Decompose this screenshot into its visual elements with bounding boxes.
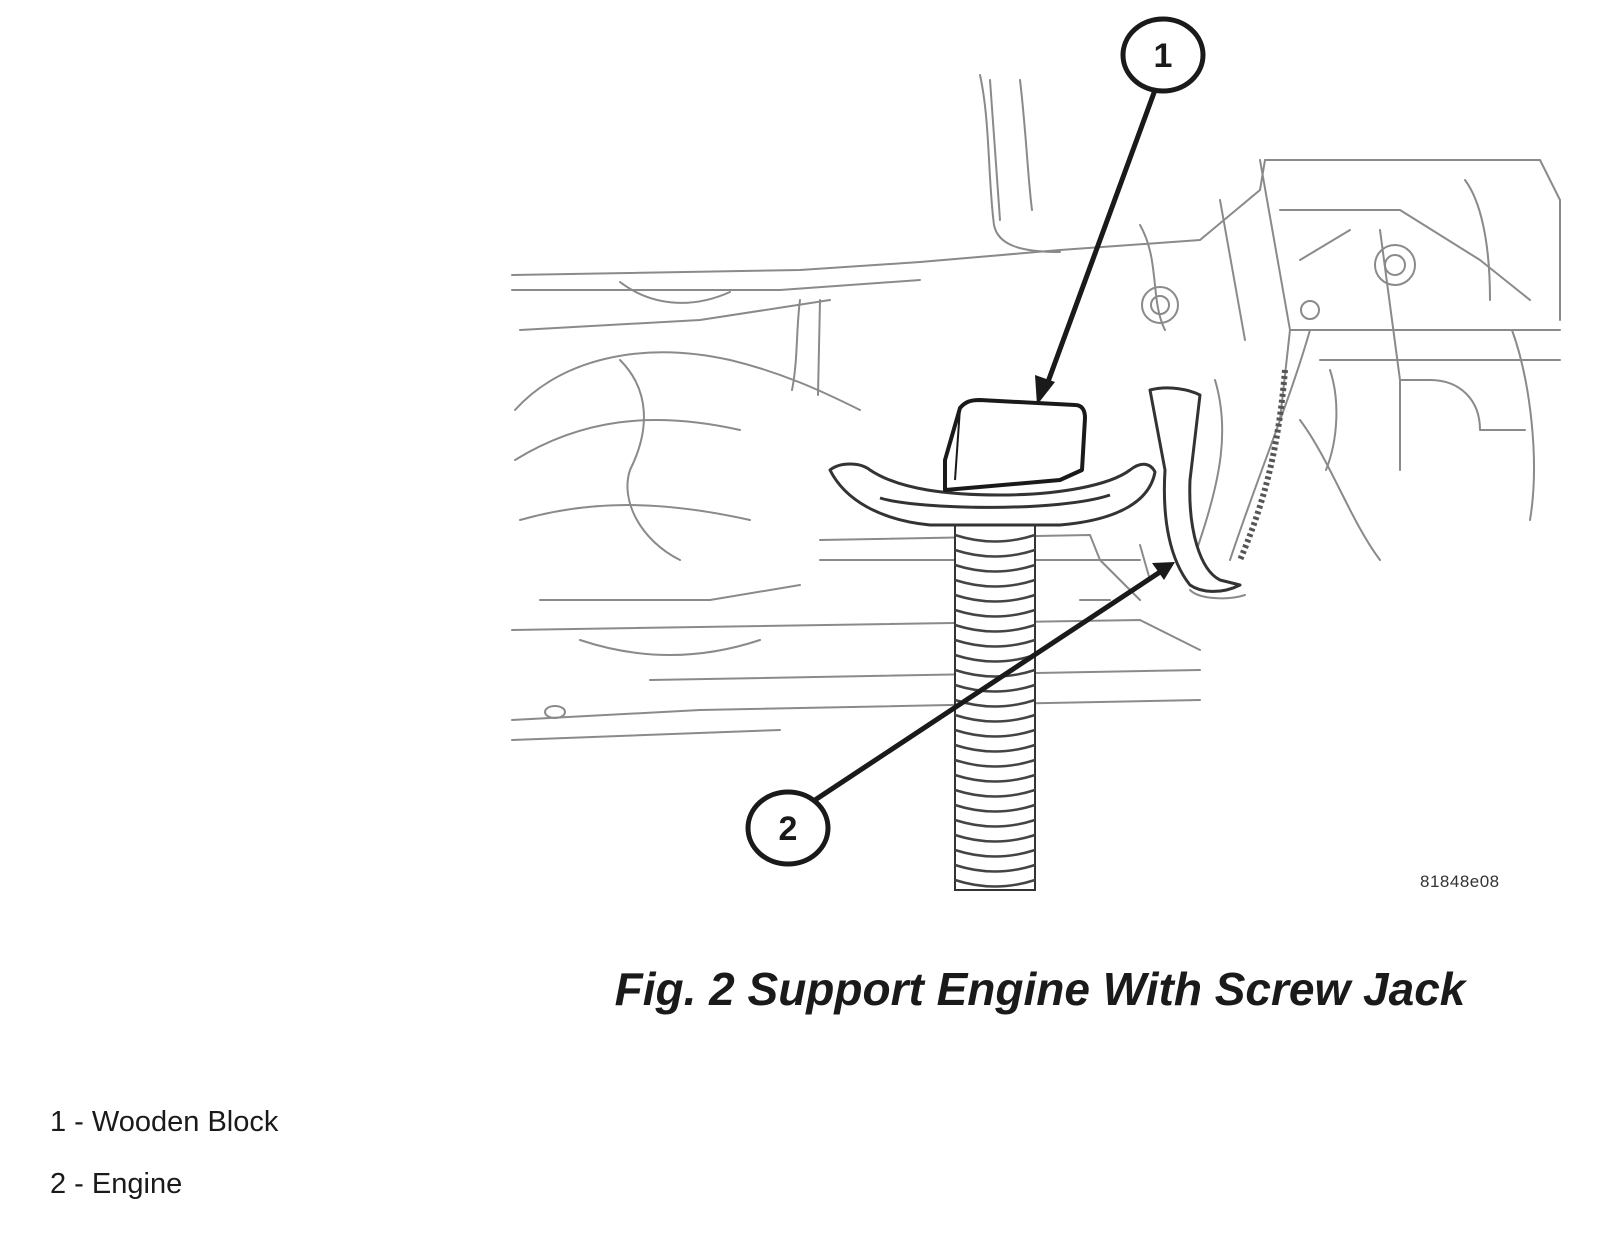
screw-jack-post xyxy=(954,519,1036,891)
wooden-block xyxy=(943,398,1087,492)
leader-lines xyxy=(812,87,1163,803)
callout-2-number: 2 xyxy=(779,810,798,848)
legend-item-wooden-block: 1 - Wooden Block xyxy=(50,1106,279,1138)
engine-bracket xyxy=(1148,386,1242,593)
callout-1-number: 1 xyxy=(1154,37,1173,75)
callout-2: 2 xyxy=(745,789,831,867)
callout-2-arrowhead xyxy=(1152,562,1175,580)
engine-support-illustration: 1 2 xyxy=(500,0,1580,920)
legend-item-engine: 2 - Engine xyxy=(50,1168,183,1200)
figure-caption: Fig. 2 Support Engine With Screw Jack xyxy=(614,963,1466,1015)
figure-id-code: 81848e08 xyxy=(1420,872,1500,891)
flywheel-teeth xyxy=(1237,369,1288,562)
background-structure xyxy=(511,74,1561,741)
callout-1-arrowhead xyxy=(1035,375,1055,405)
callout-1: 1 xyxy=(1120,16,1206,94)
callout-1-leader xyxy=(1042,87,1158,393)
legend: 1 - Wooden Block 2 - Engine xyxy=(50,1102,278,1226)
callout-2-leader xyxy=(812,569,1163,803)
jack-saddle xyxy=(828,462,1157,527)
arrowheads xyxy=(1035,375,1175,580)
line-drawing: 1 2 xyxy=(511,16,1561,891)
